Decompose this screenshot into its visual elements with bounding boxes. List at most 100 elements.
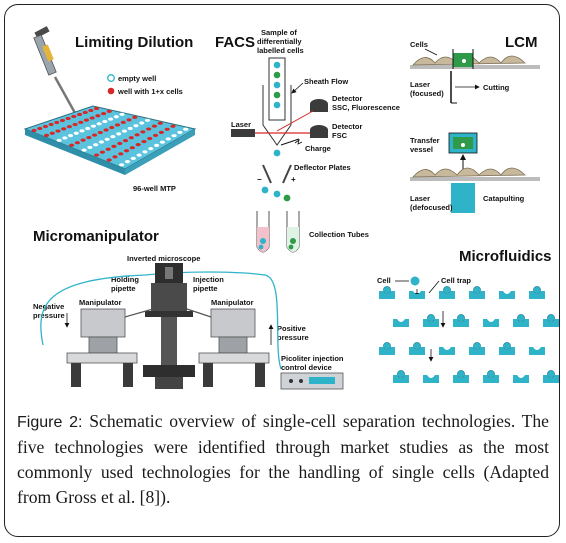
plate-well (111, 144, 117, 148)
plate-well (106, 109, 112, 114)
trapped-cell (383, 286, 391, 294)
picoliter-device-icon (280, 372, 344, 390)
plate-well (61, 127, 67, 131)
plate-well (133, 124, 139, 128)
plate-well (113, 115, 119, 119)
transfer-line1: Transfer (410, 136, 440, 145)
plate-well (59, 118, 66, 123)
plate-well (106, 158, 112, 162)
transfer-line2: vessel (410, 145, 433, 154)
injection-line1: Injection (193, 275, 224, 284)
facs-sample-line1: Sample of (261, 28, 297, 37)
plate-well (67, 134, 74, 138)
plate-well (151, 124, 158, 128)
cell-trap (453, 319, 469, 327)
trapped-cell (457, 370, 465, 378)
plate-well (72, 122, 78, 127)
picoliter-line1: Picoliter injection (281, 354, 344, 363)
trapped-cell (473, 286, 481, 294)
empty-well-legend: empty well (118, 74, 156, 83)
plate-well (122, 139, 129, 143)
trapped-cell (517, 314, 525, 322)
figure-caption: Figure 2: Schematic overview of single-c… (17, 409, 549, 510)
plate-well (146, 127, 152, 131)
facs-panel: FACS Sample of differentially labelled c… (215, 28, 400, 253)
micromanipulator-panel: Micromanipulator Inverted microscope Hol… (33, 228, 344, 390)
plate-well (62, 136, 68, 140)
figure-frame: Limiting Dilution empty well well with 1… (4, 4, 560, 537)
holding-line2: pipette (111, 284, 136, 293)
plate-well (117, 141, 123, 146)
lcm-cells-label: Cells (410, 40, 428, 49)
plate-well (128, 136, 134, 140)
manipulator-left-label: Manipulator (79, 298, 122, 307)
plate-well (177, 130, 183, 135)
plate-well (158, 130, 164, 134)
plate-well (98, 140, 105, 144)
plate-well (79, 129, 85, 133)
laser-focused-line1: Laser (410, 80, 430, 89)
trapped-cell (413, 342, 421, 350)
picoliter-line2: control device (281, 363, 332, 372)
plate-well (54, 120, 60, 125)
charge-label: Charge (305, 144, 331, 153)
plate-well (159, 140, 166, 144)
plate-well (103, 128, 109, 132)
plate-well (126, 118, 132, 122)
plate-well (121, 129, 128, 133)
plate-well (148, 147, 154, 151)
plate-well (94, 153, 100, 157)
plate-well (140, 130, 146, 134)
trapped-cell (397, 370, 405, 378)
negative-line2: pressure (33, 311, 65, 320)
caption-lead: Figure 2: (17, 414, 83, 431)
detector1-line2: SSC, Fluorescence (332, 103, 400, 112)
plate-well (49, 131, 55, 135)
plate-well (129, 146, 135, 150)
cell-trap-label: Cell trap (441, 276, 471, 285)
plate-well (90, 124, 97, 128)
plate-well (144, 118, 151, 122)
cell-trap (513, 375, 529, 383)
plate-well (96, 122, 102, 126)
cell-trap (409, 347, 425, 355)
plate-well (56, 138, 62, 142)
trapped-cell (547, 370, 555, 378)
cutting-label: Cutting (483, 83, 510, 92)
plate-well (82, 110, 88, 115)
cell-trap (529, 291, 545, 299)
plate-well (114, 123, 121, 127)
plate-well (139, 121, 145, 125)
plate-well (99, 150, 106, 154)
plate-well (118, 152, 124, 156)
plate-well (89, 116, 95, 120)
cell-trap (529, 347, 545, 355)
plate-well (119, 163, 125, 167)
plate-well (80, 138, 86, 142)
plate-well (112, 155, 118, 159)
plate-well (104, 137, 110, 141)
plate-well (135, 143, 141, 147)
plate-well (107, 117, 114, 121)
microscope-icon (143, 263, 195, 389)
lcm-title: LCM (505, 34, 538, 51)
trapped-cell (503, 342, 511, 350)
cell-well-legend-icon (107, 87, 115, 95)
facs-sample-line3: labelled cells (257, 46, 304, 55)
plate-well (157, 121, 163, 125)
cell-trap (423, 319, 439, 327)
detector2-line1: Detector (332, 122, 363, 131)
trapped-cell (457, 314, 465, 322)
deflector-plates-label: Deflector Plates (294, 163, 351, 172)
plate-well (78, 120, 84, 124)
cell-trap (393, 319, 409, 327)
cell-trap (543, 319, 559, 327)
plate-well (69, 143, 75, 147)
plate-well (31, 128, 37, 133)
plate-well (141, 139, 147, 144)
trapped-cell (443, 286, 451, 294)
plate-well (124, 160, 131, 164)
trapped-cell (533, 286, 541, 294)
micromanipulator-title: Micromanipulator (33, 228, 159, 245)
positive-line1: Positive (277, 324, 306, 333)
